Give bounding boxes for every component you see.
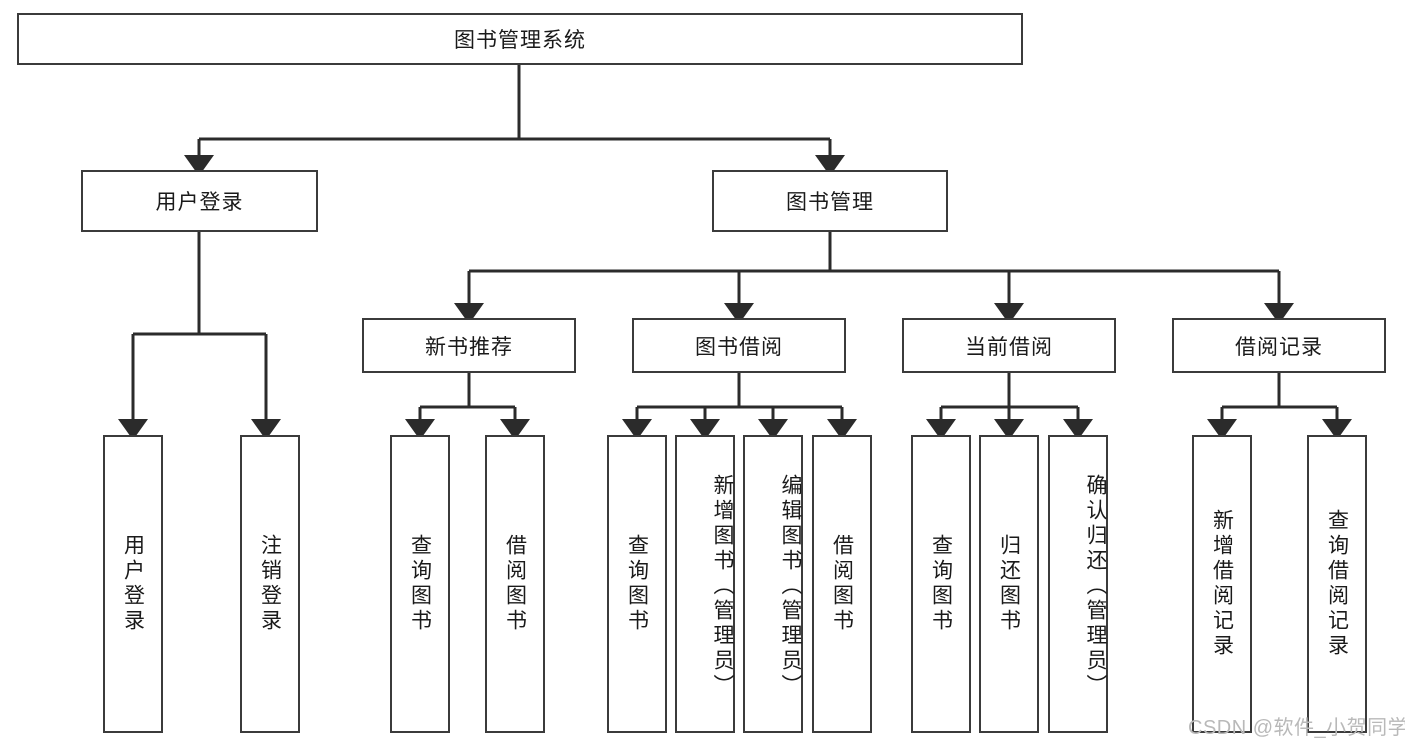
node-new-book-recommend[interactable]: 新书推荐 [362, 318, 576, 373]
leaf-borrow-query-book[interactable]: 查询图书 [607, 435, 667, 733]
node-book-management[interactable]: 图书管理 [712, 170, 948, 232]
leaf-user-login-login[interactable]: 用户登录 [103, 435, 163, 733]
leaf-label: 新增图书（管理员） [711, 473, 734, 699]
leaf-label: 查询借阅记录 [1325, 509, 1349, 659]
node-current-borrow-label: 当前借阅 [965, 335, 1053, 359]
leaf-new-book-query-book[interactable]: 查询图书 [390, 435, 450, 733]
node-root-label: 图书管理系统 [454, 29, 586, 52]
leaf-current-query-book[interactable]: 查询图书 [911, 435, 971, 733]
node-new-book-recommend-label: 新书推荐 [425, 335, 513, 359]
leaf-label: 确认归还（管理员） [1084, 473, 1107, 699]
leaf-label: 归还图书 [997, 534, 1021, 634]
leaf-label: 借阅图书 [830, 534, 854, 634]
node-book-borrow-label: 图书借阅 [695, 335, 783, 359]
leaf-records-query-record[interactable]: 查询借阅记录 [1307, 435, 1367, 733]
node-current-borrow[interactable]: 当前借阅 [902, 318, 1116, 373]
node-borrow-records-label: 借阅记录 [1235, 335, 1323, 359]
leaf-new-book-borrow-book[interactable]: 借阅图书 [485, 435, 545, 733]
leaf-user-login-logout[interactable]: 注销登录 [240, 435, 300, 733]
leaf-label: 新增借阅记录 [1210, 509, 1234, 659]
node-root-book-management-system[interactable]: 图书管理系统 [17, 13, 1023, 65]
leaf-borrow-edit-book-admin[interactable]: 编辑图书（管理员） [743, 435, 803, 733]
leaf-borrow-borrow-book[interactable]: 借阅图书 [812, 435, 872, 733]
leaf-label: 查询图书 [625, 534, 649, 634]
leaf-label: 查询图书 [929, 534, 953, 634]
node-borrow-records[interactable]: 借阅记录 [1172, 318, 1386, 373]
leaf-borrow-add-book-admin[interactable]: 新增图书（管理员） [675, 435, 735, 733]
node-book-management-label: 图书管理 [786, 191, 874, 214]
leaf-current-return-book[interactable]: 归还图书 [979, 435, 1039, 733]
node-book-borrow[interactable]: 图书借阅 [632, 318, 846, 373]
leaf-label: 编辑图书（管理员） [779, 473, 802, 699]
leaf-label: 借阅图书 [503, 534, 527, 634]
node-user-login-label: 用户登录 [155, 191, 244, 214]
leaf-label: 注销登录 [258, 534, 282, 634]
leaf-current-confirm-return-admin[interactable]: 确认归还（管理员） [1048, 435, 1108, 733]
node-user-login[interactable]: 用户登录 [81, 170, 318, 232]
leaf-label: 查询图书 [408, 534, 432, 634]
leaf-label: 用户登录 [121, 534, 145, 634]
csdn-watermark: CSDN @软件_小贺同学 [1188, 717, 1405, 739]
leaf-records-add-record[interactable]: 新增借阅记录 [1192, 435, 1252, 733]
